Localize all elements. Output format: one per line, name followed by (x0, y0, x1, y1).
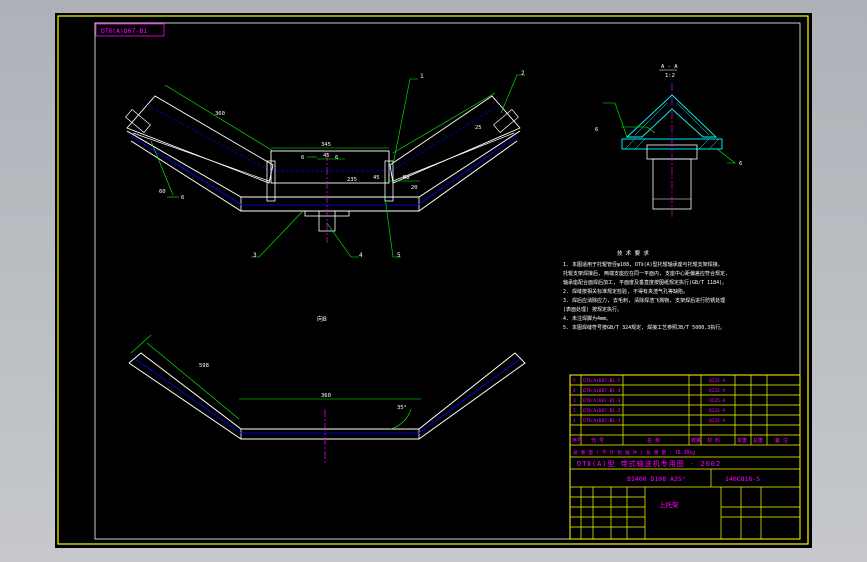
bom-code: DTⅡ(A)D07-B1-5 (583, 378, 621, 384)
stamp-text: DTⅡ(A)D07-B1 (101, 27, 147, 35)
bom-header-cell: 单重 (737, 437, 747, 444)
section-a-a: A - A 1:2 (595, 64, 742, 217)
left-roller-outline (126, 95, 274, 184)
tech-req-title: 技 术 要 求 (617, 249, 649, 257)
bom-no: 3 (573, 398, 576, 404)
bom-header-cell: 备 注 (775, 437, 788, 444)
tech-req-line: 5. 本图焊缝符号按GB/T 324规定, 焊接工艺参照JB/T 5000.3执… (563, 324, 725, 331)
bom-no: 4 (573, 388, 576, 394)
weld-label: 6 (595, 127, 598, 133)
part-balloons: 1 2 3 4 5 (253, 70, 525, 259)
balloon-1: 1 (420, 73, 424, 80)
dim-label: 45 (373, 175, 380, 181)
outer-frame (57, 15, 809, 545)
bom-header-cell: 序号 (572, 437, 582, 444)
weld-label: 6 (301, 155, 304, 161)
weight-row: 总 重 量 ( 不 计 标 准 件 ) 总 重 量 : 18.38kg (573, 449, 695, 456)
dim-label: 360 (321, 393, 331, 399)
section-scale: 1:2 (665, 73, 675, 79)
bom-header: 序号 代 号 名 称 数量 材 料 单重 总重 备 注 总 重 量 ( 不 计 … (572, 437, 788, 456)
bom-header-cell: 代 号 (591, 437, 604, 444)
weld-label: 6 (739, 161, 742, 167)
weld-symbols: 6 6 6 (167, 155, 338, 201)
tech-req-line: (表面处理) 按规定执行。 (563, 306, 622, 313)
dim-label: R8 (403, 175, 410, 181)
dim-label: 45 (323, 153, 330, 159)
part-name: 上托架 (659, 500, 679, 509)
tech-req-line: 2. 焊缝按相关标准规定检验, 不得有夹渣气孔等缺陷。 (563, 288, 688, 295)
bom-material: Q235-A (709, 388, 726, 394)
dim-label: 360 (215, 111, 225, 117)
bom-no: 1 (573, 418, 576, 424)
bom-header-cell: 数量 (691, 437, 701, 444)
tech-req-line: 1. 本图适用于托辊管径φ108, DTⅡ(A)型托辊轴承座与托辊支架焊接。 (563, 261, 723, 268)
bom-header-cell: 总重 (753, 437, 763, 444)
model-text: B1400 D108 A35° (627, 475, 686, 483)
main-view (125, 74, 525, 258)
cad-drawing: DTⅡ(A)D07-B1 (57, 15, 809, 545)
right-roller-outline (389, 95, 521, 184)
weld-label: 6 (335, 155, 338, 161)
bom-code: DTⅡ(A)D07-B1-2 (583, 408, 621, 414)
dim-label: 60 (159, 189, 166, 195)
view-label: 向B (317, 315, 327, 323)
bom-header-cell: 材 料 (707, 437, 720, 444)
bom-material: Q235-A (709, 378, 726, 384)
bom-no: 5 (573, 378, 576, 384)
balloon-2: 2 (521, 70, 525, 77)
dim-label: 20 (411, 185, 418, 191)
bom-code: DTⅡ(A)D07-B1-1 (583, 418, 621, 424)
balloon-3: 3 (253, 252, 257, 259)
bom-material: Q235-A (709, 408, 726, 414)
dim-label: 345 (321, 142, 331, 148)
bom-code: DTⅡ(A)D07-B1-4 (583, 388, 621, 394)
dim-label: 598 (199, 363, 209, 369)
tech-req-line: 3. 焊后应消除应力, 去毛刺, 清除焊渣飞溅物, 支架焊后进行防锈处理 (563, 297, 725, 304)
main-view-labels: 360 345 45 235 45 R8 20 25 60 (159, 111, 482, 195)
drawing-code: 140C816-5 (725, 475, 760, 483)
drawing-sheet[interactable]: DTⅡ(A)D07-B1 (55, 13, 812, 548)
bom-table: 5 DTⅡ(A)D07-B1-5 Q235-A 4 DTⅡ(A)D07-B1-4… (573, 378, 726, 424)
dim-label: 235 (347, 177, 357, 183)
inner-frame (94, 22, 801, 540)
bom-header-cell: 名 称 (647, 437, 660, 444)
center-roller-outline (270, 150, 390, 184)
section-label: A - A (661, 64, 678, 70)
balloon-5: 5 (397, 252, 401, 259)
dim-label: 35° (397, 405, 407, 411)
title-texts: DTⅡ(A)型 带式输送机专用图 - 2002 B1400 D108 A35° … (577, 459, 760, 509)
weld-label: 6 (181, 195, 184, 201)
stamp-box (95, 23, 165, 37)
tech-req-line: 4. 未注焊脚为4mm。 (563, 315, 611, 322)
bom-no: 2 (573, 408, 576, 414)
title-block (569, 374, 801, 540)
tech-requirements: 技 术 要 求 1. 本图适用于托辊管径φ108, DTⅡ(A)型托辊轴承座与托… (563, 249, 728, 331)
dim-label: 25 (475, 125, 482, 131)
series-title: DTⅡ(A)型 带式输送机专用图 - 2002 (577, 459, 721, 468)
bom-material: Q235-A (709, 418, 726, 424)
bom-code: DTⅡ(A)D07-B1-3 (583, 398, 621, 404)
tech-req-line: 轴承座配合面焊后加工, 平面度及垂直度按图纸规定执行(GB/T 1184)。 (563, 279, 727, 286)
bom-material: Q235-A (709, 398, 726, 404)
balloon-4: 4 (359, 252, 363, 259)
view-b: 向B 598 360 35° (128, 315, 526, 463)
tech-req-line: 托辊支架焊接后, 两端支座应在同一平面内, 支座中心距偏差应符合规定, (563, 270, 728, 277)
